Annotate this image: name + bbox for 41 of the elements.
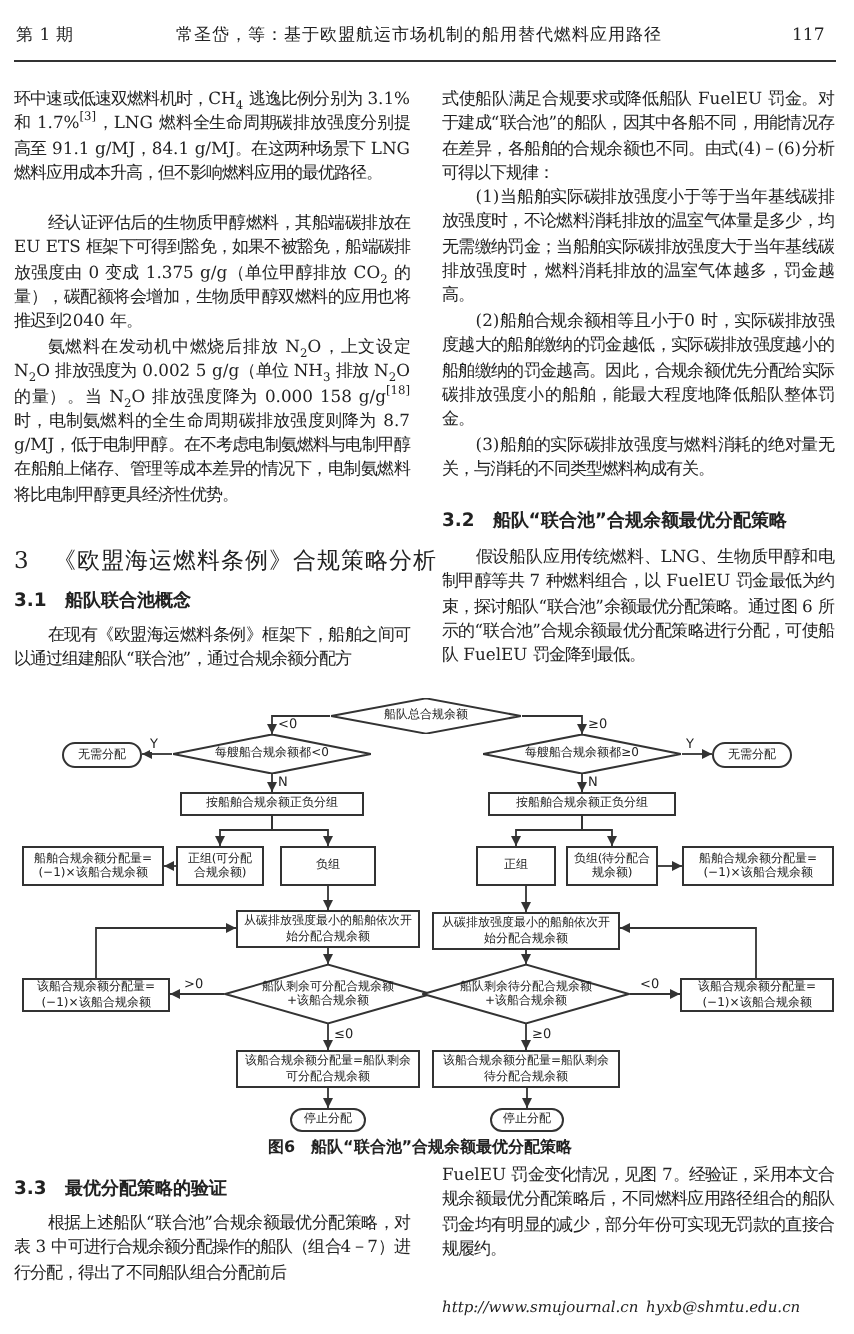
subsection-heading: 3.3 最优分配策略的验证 xyxy=(14,1178,227,1203)
arrow xyxy=(522,1087,532,1109)
arrow xyxy=(681,749,713,759)
paragraph: (3)船舶的实际碳排放强度与燃料消耗的绝对量无关，与消耗的不同类型燃料构成有关。 xyxy=(442,432,834,482)
arrow xyxy=(581,815,617,847)
paragraph: 在现有《欧盟海运燃料条例》框架下，船舶之间可以通过组建船队“联合池”，通过合规余额分配方 xyxy=(14,622,410,672)
page-number: 117 xyxy=(792,24,825,49)
arrow xyxy=(271,815,333,847)
arrow xyxy=(521,885,531,913)
arrow xyxy=(323,1087,333,1109)
issue-number: 第 1 期 xyxy=(16,24,74,49)
section-heading: 3 《欧盟海运燃料条例》合规策略分析 xyxy=(14,544,437,576)
arrow xyxy=(95,923,237,979)
paragraph: 假设船队应用传统燃料、LNG、生物质甲醇和电制甲醇等共 7 种燃料组合，以 FuelEU 罚金最低为约束，探讨船队“联合池”余额最优分配策略。通过图 6 所示的“联合池”合规余额最优分配策略进行分配，可使船队 FuelEU 罚金降到最低。 xyxy=(442,544,834,667)
arrow xyxy=(141,749,173,759)
paragraph: (2)船舶合规余额相等且小于0 时，实际碳排放强度越大的船舶缴纳的罚金越低，实际碳排放强度越小的船舶缴纳的罚金越高。因此，合规余额优先分配给实际碳排放强度小的船舶，能最大程度地降低船队整体罚金。 xyxy=(442,308,834,431)
subsection-heading: 3.1 船队联合池概念 xyxy=(14,590,191,615)
arrow xyxy=(323,885,333,911)
figure-caption: 图6 船队“联合池”合规余额最优分配策略 xyxy=(265,1136,575,1160)
paragraph: 经认证评估后的生物质甲醇燃料，其船端碳排放在 EU ETS 框架下可得到豁免，如果不被豁免，船端碳排放强度由 0 变成 1.375 g/g（单位甲醇排放 CO$_{2}$ 的量），碳配额将会增加，生物质甲醇双燃料的应用也将推迟到2040 年。 xyxy=(14,210,410,333)
paragraph: FuelEU 罚金变化情况，见图 7。经验证，采用本文合规余额最优分配策略后，不同燃料应用路径组合的船队罚金均有明显的减少，部分年份可实现无罚款的直接合规履约。 xyxy=(442,1162,834,1261)
arrow xyxy=(629,989,681,999)
arrow xyxy=(323,1023,333,1051)
paragraph: 环中速或低速双燃料机时，CH$_{4}$ 逃逸比例分别为 3.1%和 1.7%$^{[3]}$，LNG 燃料全生命周期碳排放强度分别提高至 91.1 g/MJ，84.1 g/MJ。在这两种场景下 LNG 燃料应用成本升高，但不影响燃料应用的最优路径。 xyxy=(14,86,410,185)
arrow xyxy=(169,989,225,999)
arrow xyxy=(163,861,177,871)
arrow xyxy=(657,861,683,871)
arrow xyxy=(619,923,757,979)
paragraph: 根据上述船队“联合池”合规余额最优分配策略，对表 3 中可进行合规余额分配操作的船队（组合4－7）进行分配，得出了不同船队组合分配前后 xyxy=(14,1210,410,1284)
subsection-heading: 3.2 船队“联合池”合规余额最优分配策略 xyxy=(442,510,787,535)
arrow xyxy=(521,949,531,965)
arrow xyxy=(521,715,587,735)
arrow xyxy=(521,1023,531,1051)
paragraph: (1)当船舶实际碳排放强度小于等于当年基线碳排放强度时，不论燃料消耗排放的温室气体量是多少，均无需缴纳罚金；当船舶实际碳排放强度大于当年基线碳排放强度时，燃料消耗排放的温室气体越多，罚金越高。 xyxy=(442,184,834,307)
arrow xyxy=(267,715,331,735)
arrow xyxy=(323,947,333,965)
running-title: 常圣岱，等：基于欧盟航运市场机制的船用替代燃料应用路径 xyxy=(176,24,662,49)
arrow xyxy=(267,773,277,793)
paragraph: 氨燃料在发动机中燃烧后排放 N$_{2}$O，上文设定 N$_{2}$O 排放强度为 0.002 5 g/g（单位 NH$_{3}$ 排放 N$_{2}$O 的量）。当 N$_{2}$O 排放强度降为 0.000 158 g/g$^{[18]}$时，电制氨燃料的全生命周期碳排放强度则降为 8.7 g/MJ，低于电制甲醇。在不考虑电制氨燃料与电制甲醇在船舶上储存、管理等成本差异的情况下，电制氨燃料将比电制甲醇更具经济性优势。 xyxy=(14,334,410,507)
arrow xyxy=(577,773,587,793)
paragraph: 式使船队满足合规要求或降低船队 FuelEU 罚金。对于建成“联合池”的船队，因其中各船不同，用能情况存在差异，各船舶的合规余额也不同。由式(4)－(6)分析可得以下规律： xyxy=(442,86,834,185)
